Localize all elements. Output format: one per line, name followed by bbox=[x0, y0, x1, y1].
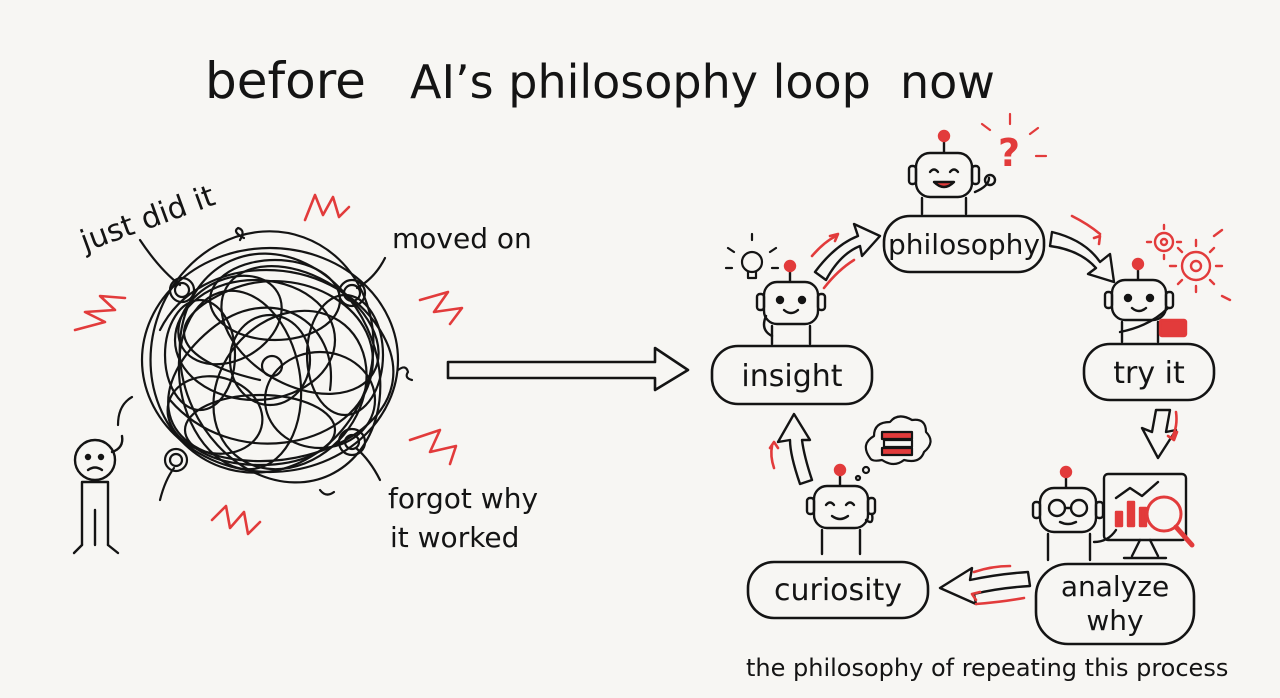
node-curiosity-pill bbox=[746, 560, 930, 620]
label-moved-on: moved on bbox=[392, 222, 532, 255]
loop-arrows bbox=[776, 222, 1178, 606]
robot-analyze bbox=[1031, 465, 1118, 562]
title-now: now bbox=[900, 55, 995, 109]
title-before: before bbox=[205, 52, 366, 110]
node-try-it-pill bbox=[1082, 342, 1216, 402]
lightbulb-icon bbox=[724, 232, 780, 280]
question-mark-icon: ? bbox=[980, 112, 1048, 175]
loop-labels: philosophy try it analyze why curiosity … bbox=[741, 228, 1185, 637]
robot-insight bbox=[755, 259, 827, 346]
gear-icon bbox=[1145, 223, 1232, 302]
node-analyze-line2: why bbox=[1086, 604, 1143, 637]
label-forgot-line1: forgot why bbox=[388, 482, 538, 515]
label-just-did-it: just did it bbox=[75, 179, 220, 260]
transition-arrow bbox=[446, 346, 690, 392]
node-philosophy-label: philosophy bbox=[888, 228, 1040, 261]
robot-philosophy bbox=[907, 129, 997, 216]
node-insight-label: insight bbox=[741, 359, 842, 394]
confused-person bbox=[72, 434, 124, 555]
node-analyze-line1: analyze bbox=[1061, 570, 1169, 603]
label-forgot-line2: it worked bbox=[390, 521, 519, 554]
stress-marks bbox=[73, 193, 464, 536]
title-middle: AI’s philosophy loop bbox=[410, 55, 871, 109]
question-mark: ? bbox=[998, 131, 1020, 175]
book-stack-icon bbox=[854, 415, 932, 482]
robot-try-it bbox=[1103, 257, 1188, 344]
loop-caption: the philosophy of repeating this process bbox=[746, 654, 1228, 682]
tangle bbox=[116, 226, 414, 502]
loop-red-accents bbox=[768, 214, 1179, 606]
node-insight-pill bbox=[710, 344, 874, 406]
magnifier-icon bbox=[1102, 472, 1195, 560]
node-philosophy-pill bbox=[882, 214, 1046, 274]
robot-curiosity bbox=[805, 463, 877, 556]
before-labels: just did it moved on forgot why it worke… bbox=[75, 179, 538, 554]
loop-nodes bbox=[710, 214, 1216, 646]
node-try-it-label: try it bbox=[1113, 356, 1185, 391]
node-analyze-pill bbox=[1034, 562, 1196, 646]
title: before AI’s philosophy loop now bbox=[205, 52, 995, 110]
node-curiosity-label: curiosity bbox=[774, 573, 902, 608]
